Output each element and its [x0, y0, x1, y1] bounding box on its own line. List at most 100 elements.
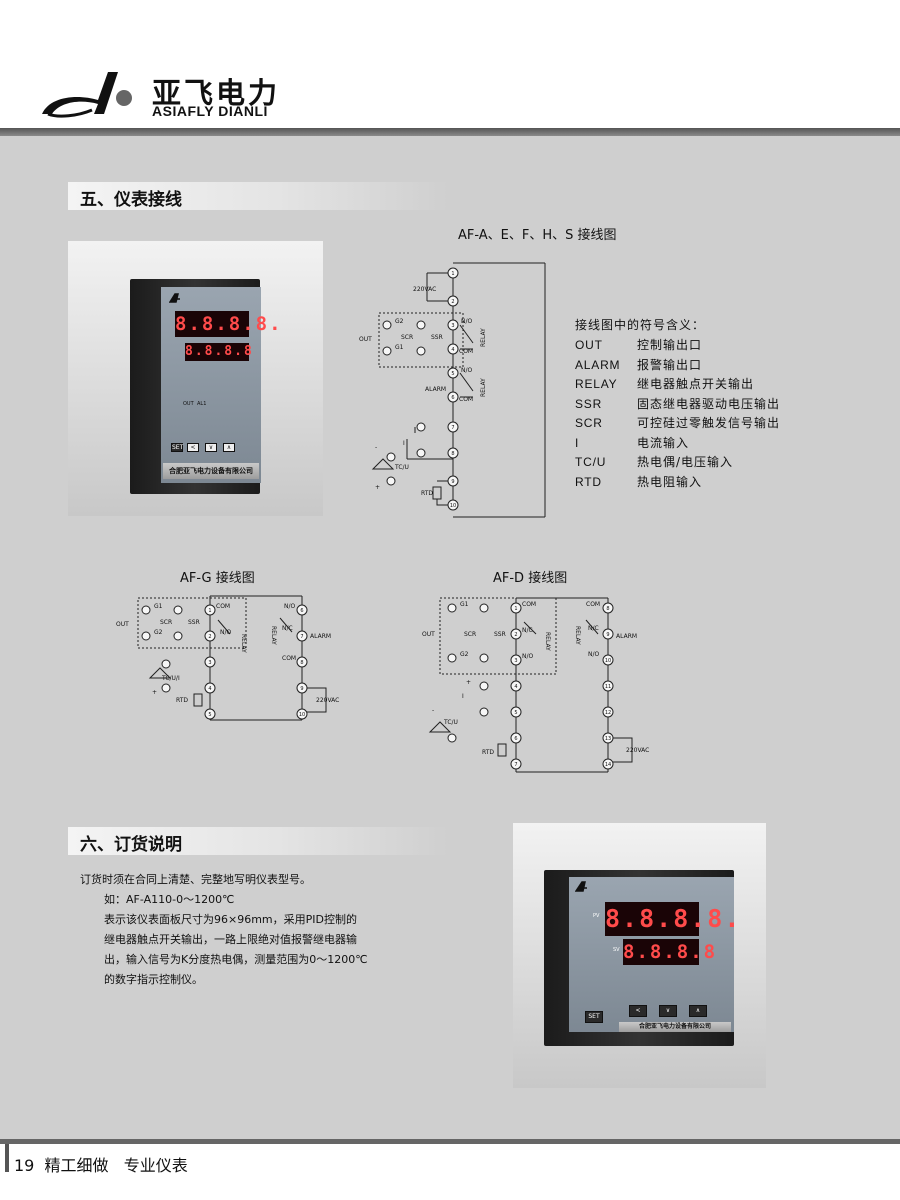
svg-text:-: -	[432, 707, 434, 714]
svg-text:5: 5	[451, 371, 454, 377]
order-line: 订货时须在合同上清楚、完整地写明仪表型号。	[80, 873, 311, 886]
svg-text:RELAY: RELAY	[574, 626, 581, 645]
section-title-text: 五、仪表接线	[80, 190, 182, 210]
sv-display: 8.8.8.8	[185, 343, 254, 361]
svg-text:8: 8	[300, 660, 303, 666]
svg-text:ALARM: ALARM	[616, 633, 637, 640]
diagram-a-title: AF-A、E、F、H、S 接线图	[458, 228, 617, 243]
svg-text:RELAY: RELAY	[480, 378, 487, 397]
svg-text:N/O: N/O	[220, 629, 232, 636]
device-panel: PV 8.8.8.8. SV 8.8.8.8 SET < ∨ ∧ 合肥亚飞电力设…	[569, 877, 739, 1032]
diagram-g-title: AF-G 接线图	[180, 571, 255, 586]
svg-text:G2: G2	[395, 318, 404, 325]
wiring-diagram-d: 1 2 3 4 5 6 7 8 9 10 11 12 13 14 OUT G1 …	[422, 597, 649, 773]
device-brand-strip: 合肥亚飞电力设备有限公司	[619, 1022, 731, 1032]
header-divider	[0, 128, 900, 136]
svg-text:RTD: RTD	[421, 490, 433, 497]
svg-text:10: 10	[605, 658, 611, 664]
brand-name-cn: 亚飞电力	[152, 76, 281, 110]
pv-display: 8.8.8.8.	[605, 902, 739, 936]
svg-text:SCR: SCR	[160, 619, 172, 626]
down-button[interactable]: ∨	[205, 443, 217, 452]
svg-text:N/O: N/O	[588, 651, 600, 658]
svg-text:SSR: SSR	[494, 631, 506, 638]
wiring-diagram-g: 1 2 3 4 5 6 7 8 9 10 OUT G1 G2 SCR SSR C…	[116, 595, 339, 721]
svg-text:3: 3	[514, 658, 517, 664]
order-line: 出，输入信号为K分度热电偶，测量范围为0～1200℃	[104, 953, 368, 966]
svg-text:4: 4	[514, 684, 517, 690]
up-button[interactable]: ∧	[689, 1005, 707, 1017]
svg-text:N/C: N/C	[522, 627, 533, 634]
al1-indicator-label: AL1	[197, 401, 207, 407]
footer-divider	[0, 1139, 900, 1144]
svg-text:2: 2	[208, 634, 211, 640]
svg-text:2: 2	[451, 299, 454, 305]
svg-text:N/C: N/C	[282, 625, 293, 632]
svg-text:+: +	[152, 689, 157, 696]
svg-text:7: 7	[300, 634, 303, 640]
order-example: 如：AF-A110-0～1200℃	[104, 893, 235, 906]
legend-heading: 接线图中的符号含义：	[575, 318, 706, 332]
order-line: 继电器触点开关输出，一路上限绝对值报警继电器输	[104, 933, 357, 946]
svg-text:5: 5	[514, 710, 517, 716]
svg-text:RTD: RTD	[482, 749, 494, 756]
svg-text:10: 10	[299, 712, 305, 718]
svg-text:N/O: N/O	[284, 603, 296, 610]
section-title-text: 六、订货说明	[80, 835, 182, 855]
svg-text:SSR: SSR	[188, 619, 200, 626]
svg-text:G1: G1	[460, 601, 469, 608]
svg-text:5: 5	[208, 712, 211, 718]
page-header: 亚飞电力 ASIAFLY DIANLI	[0, 0, 900, 132]
svg-text:13: 13	[605, 736, 611, 742]
svg-text:12: 12	[605, 710, 611, 716]
footer-accent-bar	[5, 1144, 9, 1172]
left-button[interactable]: <	[629, 1005, 647, 1017]
device-logo-icon	[575, 881, 587, 892]
svg-text:N/C: N/C	[588, 625, 599, 632]
svg-text:OUT: OUT	[116, 621, 129, 628]
svg-text:1: 1	[514, 606, 517, 612]
pv-label: PV	[593, 913, 600, 919]
set-button[interactable]: SET	[171, 443, 184, 452]
svg-text:SCR: SCR	[401, 334, 413, 341]
down-button[interactable]: ∨	[659, 1005, 677, 1017]
svg-text:SSR: SSR	[431, 334, 443, 341]
section-title-ordering: 六、订货说明	[68, 827, 448, 855]
svg-text:6: 6	[451, 395, 454, 401]
svg-text:220VAC: 220VAC	[413, 286, 436, 293]
svg-text:8: 8	[451, 451, 454, 457]
svg-text:G2: G2	[460, 651, 469, 658]
svg-text:N/O: N/O	[461, 367, 473, 374]
svg-text:I: I	[403, 440, 405, 447]
svg-text:1: 1	[451, 271, 454, 277]
svg-text:3: 3	[451, 323, 454, 329]
svg-text:COM: COM	[459, 348, 473, 355]
svg-text:G2: G2	[154, 629, 163, 636]
page-footer: 19 精工细做 专业仪表	[0, 1144, 900, 1200]
svg-text:7: 7	[514, 762, 517, 768]
footer-text: 19 精工细做 专业仪表	[14, 1156, 188, 1175]
svg-text:COM: COM	[282, 655, 296, 662]
order-line: 的数字指示控制仪。	[104, 973, 203, 986]
svg-text:220VAC: 220VAC	[316, 697, 339, 704]
svg-text:+: +	[466, 679, 471, 686]
left-button[interactable]: <	[187, 443, 199, 452]
sv-label: SV	[613, 947, 620, 953]
up-button[interactable]: ∧	[223, 443, 235, 452]
svg-text:6: 6	[300, 608, 303, 614]
set-button[interactable]: SET	[585, 1011, 603, 1023]
svg-text:9: 9	[451, 479, 454, 485]
svg-text:G1: G1	[395, 344, 404, 351]
svg-text:RELAY: RELAY	[544, 632, 551, 651]
svg-text:TC/U: TC/U	[394, 464, 409, 471]
svg-text:OUT: OUT	[422, 631, 435, 638]
svg-text:14: 14	[605, 762, 611, 768]
svg-text:9: 9	[606, 632, 609, 638]
